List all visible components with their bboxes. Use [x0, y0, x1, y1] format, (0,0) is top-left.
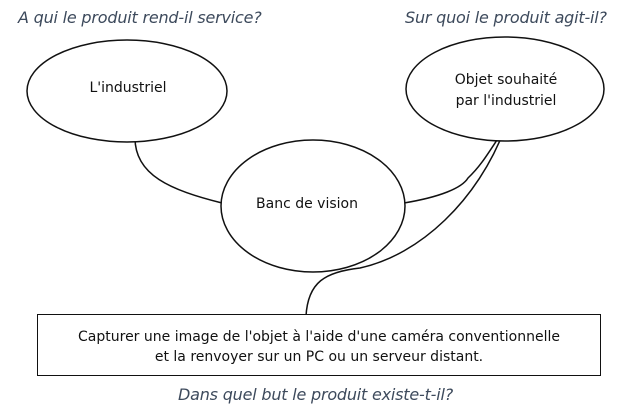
product-label: Banc de vision: [256, 196, 358, 212]
user-label: L'industriel: [89, 80, 167, 96]
goal-line2: et la renvoyer sur un PC ou un serveur d…: [154, 349, 484, 365]
goal-line1: Capturer une image de l'objet à l'aide d…: [78, 329, 560, 345]
connector-product-object: [403, 127, 506, 204]
object-bubble: [405, 36, 605, 142]
user-bubble: [26, 39, 228, 143]
question-purpose: Dans quel but le produit existe-t-il?: [178, 385, 454, 404]
connector-object-goal: [305, 127, 506, 317]
goal-text: Capturer une image de l'objet à l'aide d…: [38, 327, 600, 367]
object-label: Objet souhaité par l'industriel: [414, 70, 598, 112]
goal-box: Capturer une image de l'objet à l'aide d…: [37, 314, 601, 376]
product-bubble: [220, 139, 406, 273]
object-label-line1: Objet souhaité: [454, 72, 558, 88]
object-label-line2: par l'industriel: [455, 93, 557, 109]
question-object: Sur quoi le produit agit-il?: [405, 8, 607, 27]
connector-user-product: [134, 137, 223, 204]
question-user: A qui le produit rend-il service?: [18, 8, 262, 27]
